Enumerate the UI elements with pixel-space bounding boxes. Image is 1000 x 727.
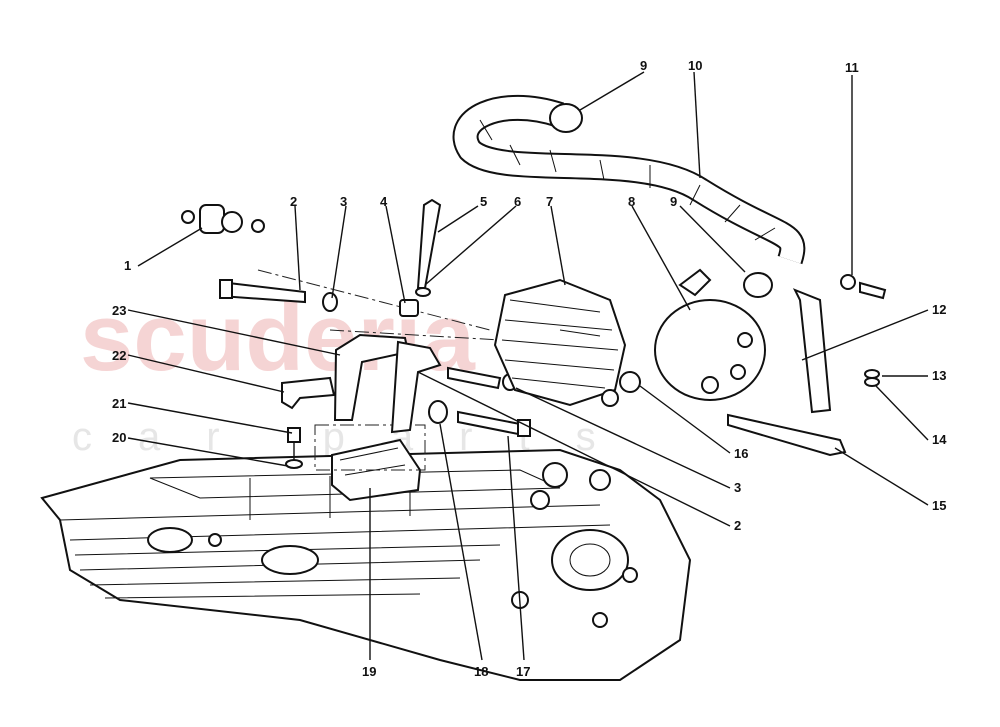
callout-18: 18 <box>474 664 488 679</box>
callout-19: 19 <box>362 664 376 679</box>
leader-lines <box>127 71 929 661</box>
callout-1: 1 <box>124 258 131 273</box>
callout-20: 20 <box>112 430 126 445</box>
callout-2: 2 <box>290 194 297 209</box>
callout-9: 9 <box>670 194 677 209</box>
part-12-15-brackets <box>727 274 887 457</box>
part-10-hose <box>452 94 806 298</box>
callout-17: 17 <box>516 664 530 679</box>
callout-13: 13 <box>932 368 946 383</box>
callout-8: 8 <box>628 194 635 209</box>
callout-21: 21 <box>112 396 126 411</box>
callout-22: 22 <box>112 348 126 363</box>
callout-16: 16 <box>734 446 748 461</box>
callout-5: 5 <box>480 194 487 209</box>
callout-3: 3 <box>340 194 347 209</box>
callout-labels: 1 2 3 4 5 6 7 8 9 10 9 11 12 13 14 15 16… <box>112 58 947 679</box>
callout-15: 15 <box>932 498 946 513</box>
callout-12: 12 <box>932 302 946 317</box>
callout-2-lower: 2 <box>734 518 741 533</box>
part-19-bracket <box>314 424 426 502</box>
part-8-reservoir <box>654 268 766 401</box>
callout-6: 6 <box>514 194 521 209</box>
gearbox-housing <box>40 448 692 681</box>
callout-9-top: 9 <box>640 58 647 73</box>
callout-11: 11 <box>845 60 859 75</box>
callout-23: 23 <box>112 303 126 318</box>
part-22-23-supports <box>257 269 501 434</box>
callout-14: 14 <box>932 432 947 447</box>
small-hardware <box>181 198 531 469</box>
callout-3-lower: 3 <box>734 480 741 495</box>
callout-7: 7 <box>546 194 553 209</box>
callout-4: 4 <box>380 194 388 209</box>
callout-10: 10 <box>688 58 702 73</box>
part-7-alternator <box>493 278 641 407</box>
